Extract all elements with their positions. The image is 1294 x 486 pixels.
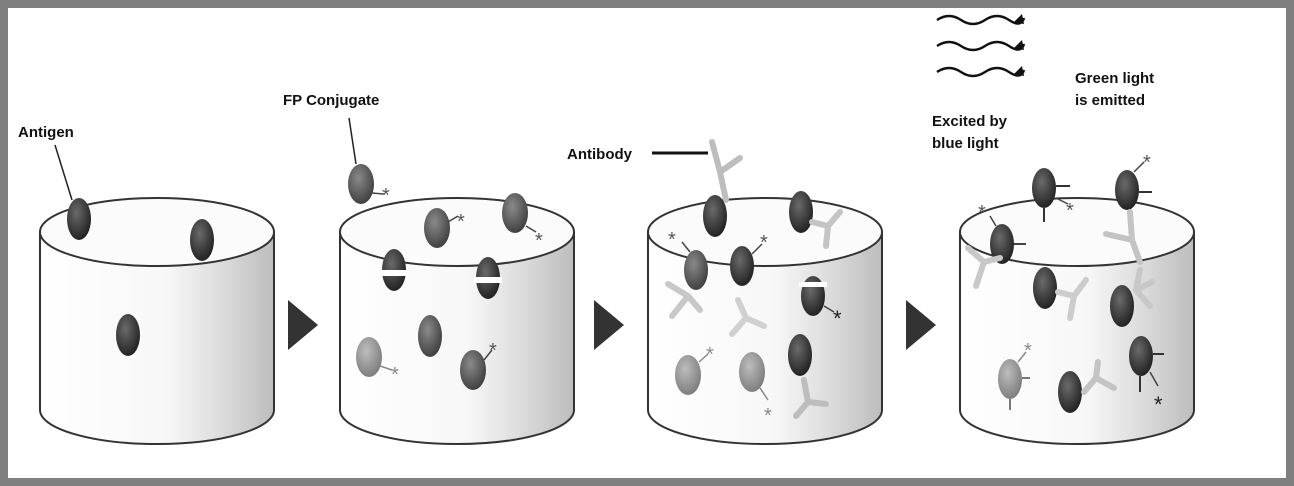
- label-antibody: Antibody: [567, 146, 633, 163]
- triangle-arrow-icon: [594, 300, 624, 350]
- star-icon: *: [457, 211, 465, 233]
- antibody-icon: [712, 142, 740, 200]
- star-icon: *: [1154, 392, 1163, 417]
- triangle-arrow-icon: [288, 300, 318, 350]
- star-icon: *: [764, 405, 772, 427]
- antigen-particle: [418, 315, 442, 357]
- label-fp-conjugate: FP Conjugate: [283, 92, 379, 109]
- star-icon: *: [382, 185, 390, 207]
- antigen-particle: [116, 314, 140, 356]
- antigen-particle: [789, 191, 813, 233]
- antigen-particle: [788, 334, 812, 376]
- star-icon: *: [1024, 340, 1032, 362]
- antigen-particle: [1110, 285, 1134, 327]
- star-icon: *: [489, 340, 497, 362]
- star-icon: *: [1066, 200, 1074, 222]
- star-icon: *: [535, 230, 543, 252]
- label-excited-line2: blue light: [932, 135, 999, 152]
- star-icon: *: [978, 202, 986, 224]
- star-icon: *: [706, 344, 714, 366]
- star-icon: *: [760, 232, 768, 254]
- label-green-line1: Green light: [1075, 70, 1154, 87]
- wave-arrow-icon: [937, 14, 1024, 76]
- antigen-particle: [67, 198, 91, 240]
- antigen-particle: [1033, 267, 1057, 309]
- triangle-arrow-icon: [906, 300, 936, 350]
- label-green-line2: is emitted: [1075, 92, 1145, 109]
- antigen-particle: [703, 195, 727, 237]
- star-icon: *: [833, 306, 842, 331]
- antigen-particle: [1058, 371, 1082, 413]
- antigen-particle: [190, 219, 214, 261]
- fp-conjugate-particle: *: [1115, 152, 1152, 210]
- star-icon: *: [391, 364, 399, 386]
- star-icon: *: [1143, 152, 1151, 174]
- label-excited-line1: Excited by: [932, 113, 1008, 130]
- label-antigen: Antigen: [18, 124, 74, 141]
- star-icon: *: [668, 229, 676, 251]
- fp-conjugate-particle: *: [348, 164, 390, 207]
